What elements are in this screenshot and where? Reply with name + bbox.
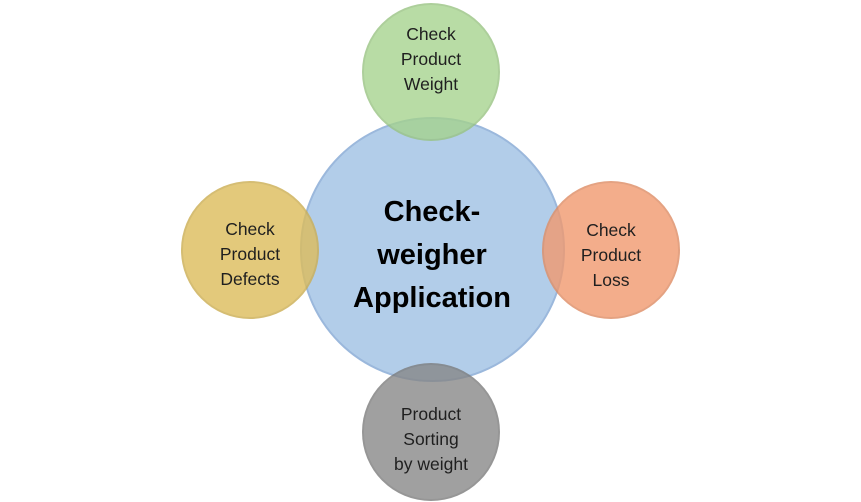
top-node-line-1: Check [406, 24, 456, 44]
center-label-line-2: weigher [377, 239, 487, 271]
top-circle [362, 3, 500, 141]
right-node-line-1: Check [586, 220, 636, 240]
right-node-line-2: Product [580, 245, 642, 265]
right-node-label: Check Product Loss [542, 218, 680, 293]
right-node-line-3: Loss [592, 270, 630, 290]
bottom-node-line-3: by weight [394, 454, 468, 474]
bottom-circle [362, 363, 500, 501]
center-label-line-1: Check- [383, 196, 481, 228]
center-circle [300, 117, 565, 382]
bottom-node-line-1: Product [400, 404, 462, 424]
left-node-line-1: Check [225, 219, 275, 239]
left-node-line-3: Defects [220, 269, 280, 289]
center-label: Check- weigher Application [332, 191, 532, 320]
bottom-node-label: Product Sorting by weight [362, 402, 500, 477]
left-circle [181, 181, 319, 319]
top-node-line-2: Product [400, 49, 462, 69]
center-label-line-3: Application [353, 282, 511, 314]
top-node-line-3: Weight [403, 74, 459, 94]
left-node-line-2: Product [219, 244, 281, 264]
left-node-label: Check Product Defects [181, 217, 319, 292]
right-circle [542, 181, 680, 319]
bottom-node-line-2: Sorting [403, 429, 459, 449]
top-node-label: Check Product Weight [362, 22, 500, 97]
